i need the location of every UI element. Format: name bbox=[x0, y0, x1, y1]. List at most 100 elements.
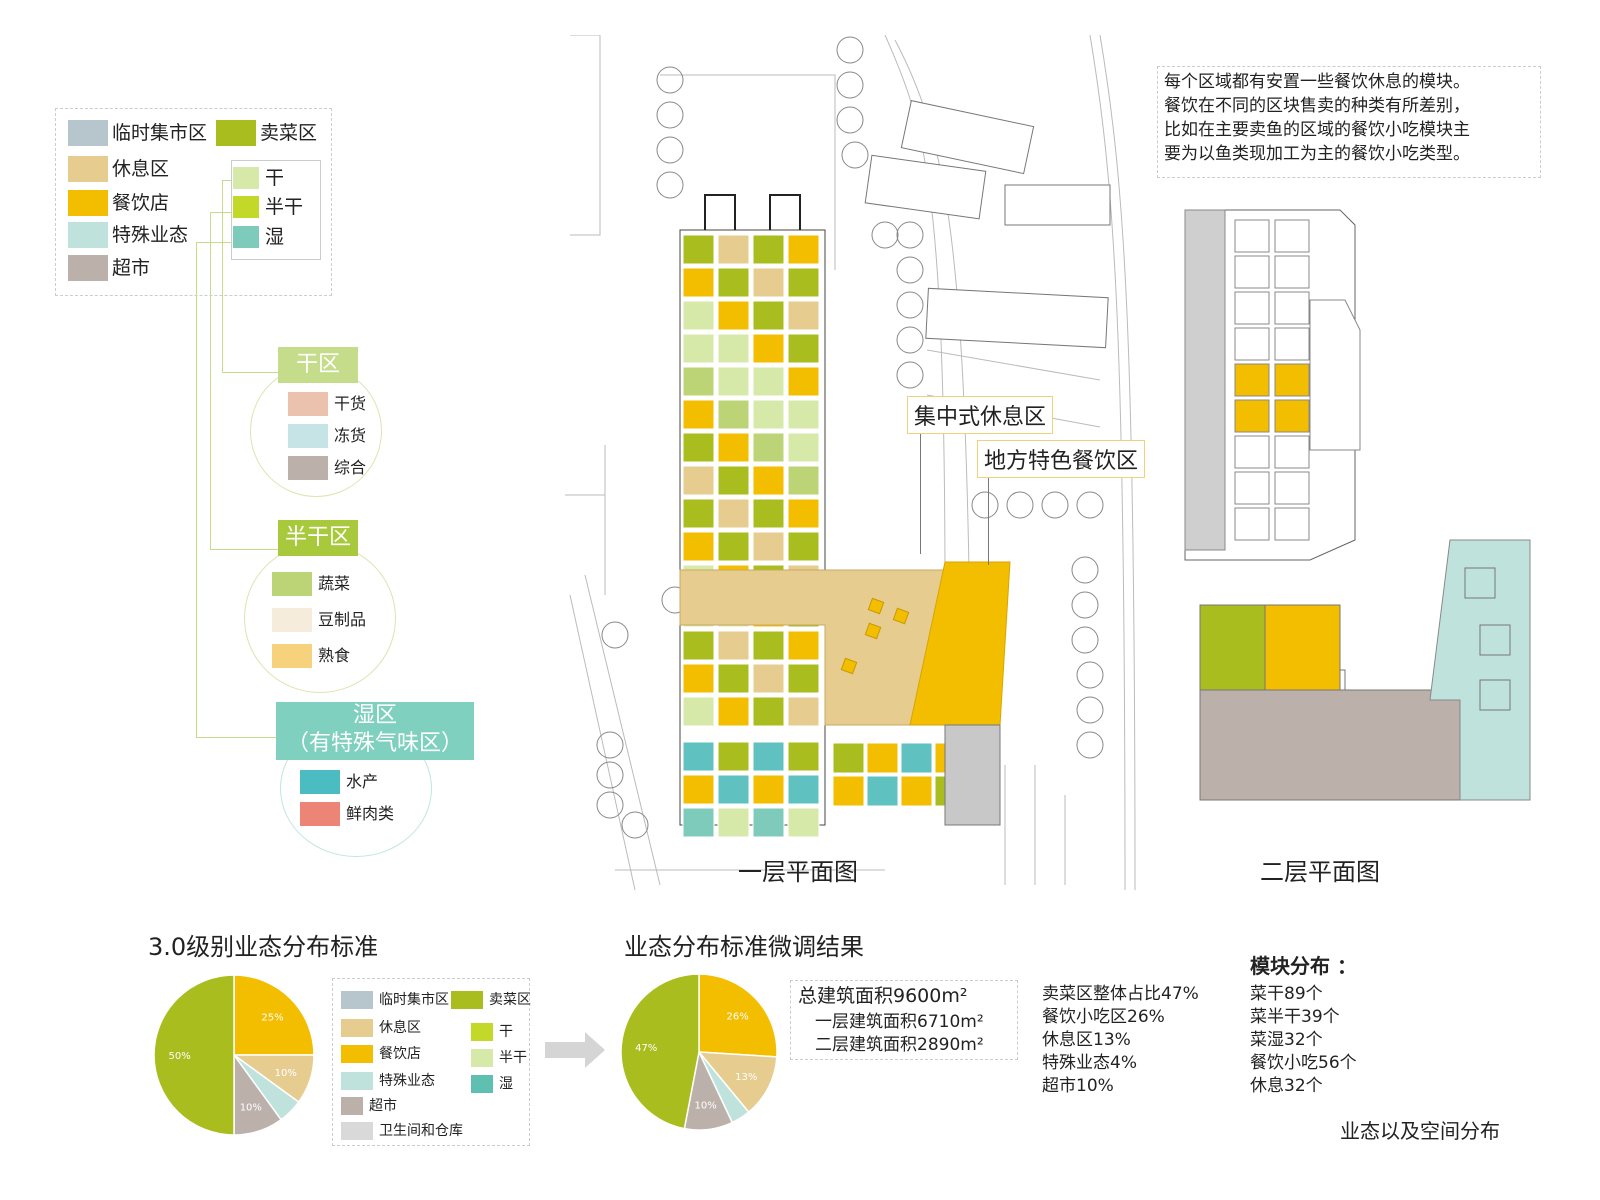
stall-module bbox=[717, 333, 750, 364]
tree-icon bbox=[896, 326, 924, 354]
stall-module bbox=[717, 432, 750, 463]
stall-module bbox=[682, 498, 715, 529]
legend-label: 卖菜区 bbox=[260, 122, 318, 144]
rest-area-label: 集中式休息区 bbox=[907, 396, 1054, 434]
sub-legend-label: 半干 bbox=[265, 196, 304, 218]
standard-heading: 3.0级别业态分布标准 bbox=[148, 933, 379, 961]
zone-item-label: 鲜肉类 bbox=[346, 804, 395, 823]
main-legend bbox=[55, 108, 332, 296]
small-legend-label: 超市 bbox=[369, 1098, 397, 1114]
stall-module bbox=[900, 742, 933, 774]
stall-module bbox=[752, 774, 785, 805]
floor2-plan bbox=[1184, 209, 1531, 801]
stall-module bbox=[717, 663, 750, 694]
area-box bbox=[790, 980, 1018, 1060]
floor2-module bbox=[1234, 291, 1270, 325]
pie-slice-1 bbox=[697, 1051, 778, 1114]
stall-module bbox=[787, 465, 820, 496]
small-legend-label: 卫生间和仓库 bbox=[379, 1123, 463, 1139]
module-item: 餐饮小吃56个 bbox=[1250, 1053, 1357, 1073]
stall-module bbox=[682, 432, 715, 463]
tree-icon bbox=[836, 71, 864, 99]
note-line: 餐饮在不同的区块售卖的种类有所差别， bbox=[1164, 96, 1470, 116]
floor2-caption: 二层平面图 bbox=[1260, 858, 1380, 886]
small-legend-swatch bbox=[451, 991, 483, 1009]
zone-item-label: 水产 bbox=[346, 772, 379, 791]
stall-module bbox=[752, 267, 785, 298]
stall-module bbox=[717, 630, 750, 661]
tree-icon bbox=[896, 221, 924, 249]
zone-item-swatch bbox=[300, 802, 340, 826]
stall-module bbox=[787, 234, 820, 265]
tree-icon bbox=[596, 761, 624, 789]
stall-module bbox=[752, 366, 785, 397]
stall-module bbox=[682, 300, 715, 331]
zone-item-swatch bbox=[288, 424, 328, 448]
stall-module bbox=[900, 775, 933, 807]
stall-module bbox=[752, 465, 785, 496]
stall-module bbox=[717, 531, 750, 562]
pie-label-1: 10% bbox=[275, 1068, 297, 1079]
module-item: 休息32个 bbox=[1250, 1076, 1323, 1096]
modules-title: 模块分布 ： bbox=[1250, 954, 1357, 978]
small-legend: 临时集市区卖菜区休息区干餐饮店半干特殊业态湿超市卫生间和仓库 bbox=[332, 978, 531, 1146]
small-legend-label: 特殊业态 bbox=[379, 1073, 435, 1089]
zone-title-dry: 干区 bbox=[278, 347, 358, 383]
connector bbox=[210, 212, 211, 549]
stall-module bbox=[682, 696, 715, 727]
sub-legend-label: 干 bbox=[265, 167, 285, 189]
pie-label-0: 26% bbox=[727, 1012, 749, 1023]
floor2-upper bbox=[1184, 209, 1361, 561]
arrow-icon bbox=[545, 1032, 605, 1068]
stall-module bbox=[682, 366, 715, 397]
floor2-module bbox=[1274, 219, 1310, 253]
sub-legend-box bbox=[231, 160, 321, 260]
note-line: 要为以鱼类现加工为主的餐饮小吃类型。 bbox=[1164, 144, 1470, 164]
tree-icon bbox=[1071, 591, 1099, 619]
stall-module bbox=[787, 333, 820, 364]
tree-icon bbox=[1076, 731, 1104, 759]
zone-item-swatch bbox=[288, 392, 328, 416]
small-legend-swatch bbox=[341, 1019, 373, 1037]
ratio-item: 超市10% bbox=[1042, 1076, 1114, 1096]
stall-module bbox=[717, 399, 750, 430]
connector bbox=[222, 372, 282, 373]
stall-module bbox=[787, 741, 820, 772]
sub-legend-swatch bbox=[233, 196, 259, 218]
stall-module bbox=[682, 741, 715, 772]
floor2-module bbox=[1274, 255, 1310, 289]
zone-item-label: 干货 bbox=[334, 394, 367, 413]
stall-module bbox=[717, 300, 750, 331]
zone-item-label: 熟食 bbox=[318, 646, 351, 665]
floor2-module bbox=[1234, 219, 1270, 253]
floor2-module bbox=[1274, 399, 1310, 433]
connector bbox=[222, 180, 232, 181]
stall-module bbox=[752, 234, 785, 265]
tree-icon bbox=[836, 106, 864, 134]
small-legend-label: 休息区 bbox=[379, 1020, 421, 1036]
zone-item-swatch bbox=[300, 770, 340, 794]
stall-module bbox=[682, 267, 715, 298]
pie-slice-4 bbox=[153, 974, 235, 1136]
pie-label-3: 10% bbox=[240, 1103, 262, 1114]
stall-module bbox=[682, 774, 715, 805]
floor2-module bbox=[1274, 363, 1310, 397]
food-area-label: 地方特色餐饮区 bbox=[977, 440, 1146, 478]
tree-icon bbox=[1006, 491, 1034, 519]
total-area: 总建筑面积9600m² bbox=[798, 985, 968, 1007]
stall-module bbox=[682, 234, 715, 265]
small-legend-swatch bbox=[471, 1049, 493, 1067]
stall-module bbox=[682, 531, 715, 562]
connector bbox=[196, 242, 197, 737]
trees bbox=[596, 36, 1104, 839]
tree-icon bbox=[896, 256, 924, 284]
stall-module bbox=[752, 432, 785, 463]
legend-label: 临时集市区 bbox=[112, 122, 208, 144]
pie-slice-4 bbox=[620, 973, 700, 1130]
small-legend-swatch bbox=[341, 1045, 373, 1063]
zone-item-swatch bbox=[272, 572, 312, 596]
rest-area-leader bbox=[920, 424, 921, 554]
pie-label-4: 47% bbox=[635, 1043, 657, 1054]
stall-module bbox=[752, 630, 785, 661]
footer-caption: 业态以及空间分布 bbox=[1340, 1119, 1500, 1143]
